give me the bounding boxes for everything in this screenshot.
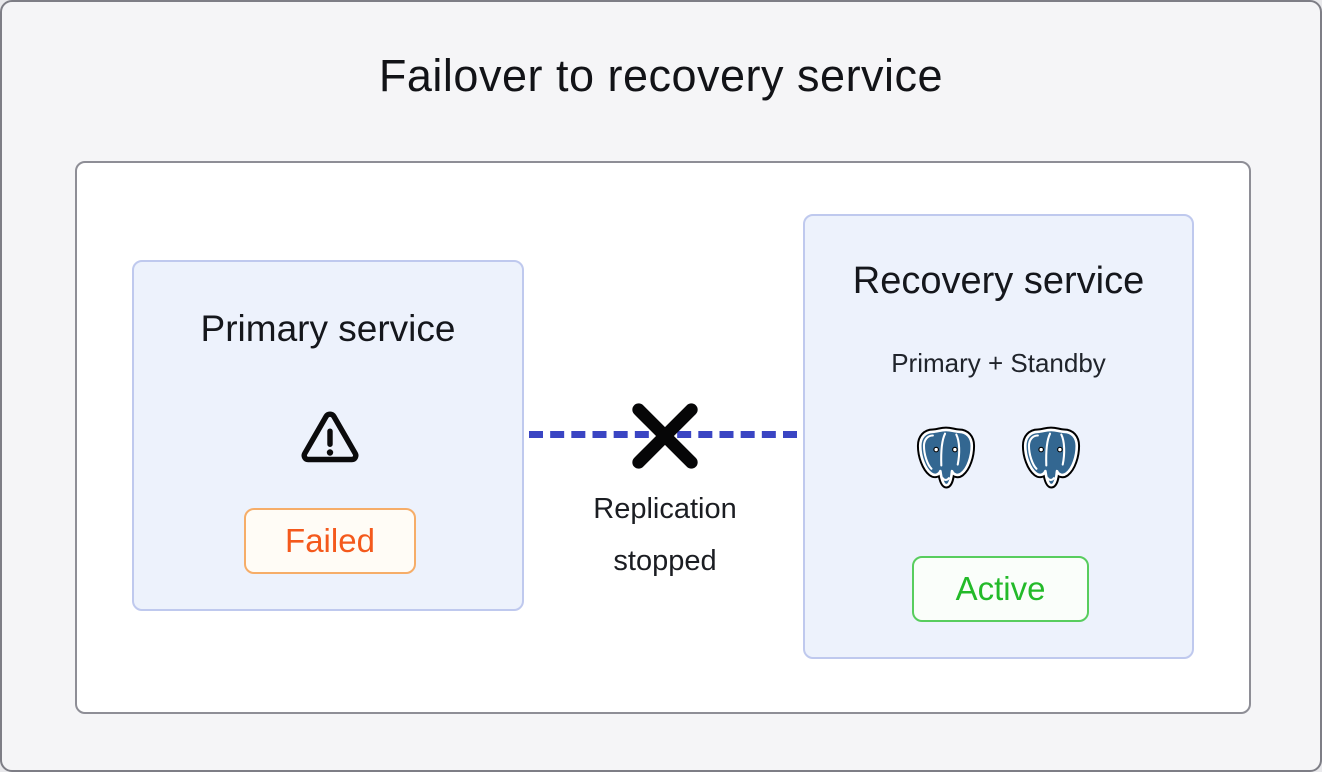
failed-status-label: Failed [285, 522, 375, 559]
replication-stopped-label: Replication stopped [593, 493, 737, 577]
x-mark-icon [626, 397, 704, 475]
active-status-badge: Active [912, 556, 1089, 622]
postgresql-icon [1021, 426, 1081, 495]
primary-service-card: Primary service Failed [132, 260, 524, 611]
postgresql-icon [916, 426, 976, 495]
recovery-service-subtitle: Primary + Standby [891, 348, 1106, 378]
primary-service-title: Primary service [200, 308, 456, 349]
active-status-label: Active [955, 570, 1046, 607]
page-title: Failover to recovery service [378, 50, 944, 101]
recovery-service-card: Recovery service Primary + Standby [803, 214, 1194, 659]
failed-status-badge: Failed [244, 508, 416, 574]
postgres-instances [805, 426, 1192, 495]
warning-triangle-icon [299, 406, 361, 468]
recovery-service-title: Recovery service [852, 260, 1145, 302]
